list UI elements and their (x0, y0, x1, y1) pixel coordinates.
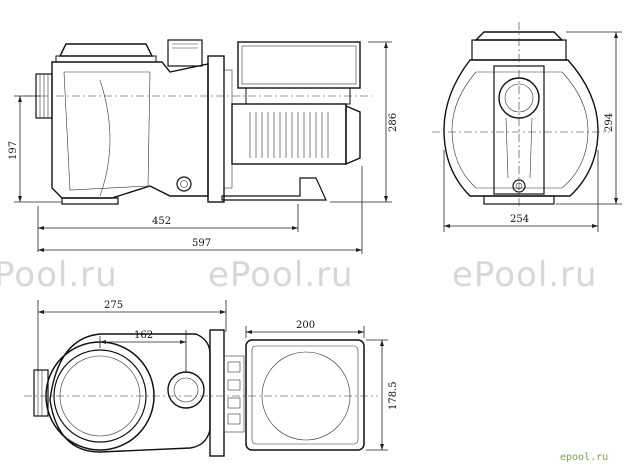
front-outlet-port (167, 39, 203, 67)
watermark-right: ePool.ru (452, 255, 598, 295)
side-drain-plug (512, 179, 526, 193)
front-lid-ring (55, 55, 157, 63)
front-drain-plug (176, 176, 192, 192)
top-motor-box (245, 339, 365, 451)
top-view: 275 162 200 178.5 (24, 300, 399, 457)
watermarks: Pool.ru ePool.ru ePool.ru (0, 255, 598, 295)
watermark-center: ePool.ru (208, 255, 354, 295)
top-outlet-ring (167, 371, 205, 409)
top-lid-inner (53, 349, 147, 443)
front-housing-rib (99, 79, 111, 197)
dim-top-motor-width: 178.5 (388, 381, 399, 410)
dim-top-outlet-offset: 162 (134, 330, 153, 341)
side-housing-outline (443, 59, 599, 197)
front-view: 286 197 452 597 (8, 39, 399, 254)
front-housing-foot (61, 197, 119, 205)
dim-side-width: 254 (510, 214, 529, 225)
front-lid (58, 43, 154, 57)
dim-total-length: 597 (192, 238, 211, 249)
front-motor-endcap (345, 104, 361, 166)
dim-total-height: 286 (388, 113, 399, 132)
dim-top-basket-length: 275 (104, 300, 123, 311)
front-flange (207, 55, 225, 203)
top-inlet-port (33, 369, 49, 417)
front-housing-inner (63, 71, 151, 191)
top-housing-outline (49, 333, 211, 453)
logo-text: epool.ru (560, 452, 608, 463)
motor-fins (249, 112, 329, 158)
front-strainer-housing (51, 61, 209, 199)
dim-body-length: 452 (152, 216, 171, 227)
front-control-box (237, 41, 361, 89)
top-flange (209, 329, 225, 457)
dim-side-height: 294 (604, 113, 615, 132)
brand-logo: epool.ru (560, 452, 608, 463)
front-motor-body (231, 103, 347, 165)
side-view: 294 254 (432, 22, 622, 232)
dim-top-motor-length: 200 (296, 320, 315, 331)
dim-inlet-height: 197 (8, 141, 19, 160)
watermark-left: Pool.ru (0, 255, 118, 295)
front-motor-foot (221, 177, 327, 201)
